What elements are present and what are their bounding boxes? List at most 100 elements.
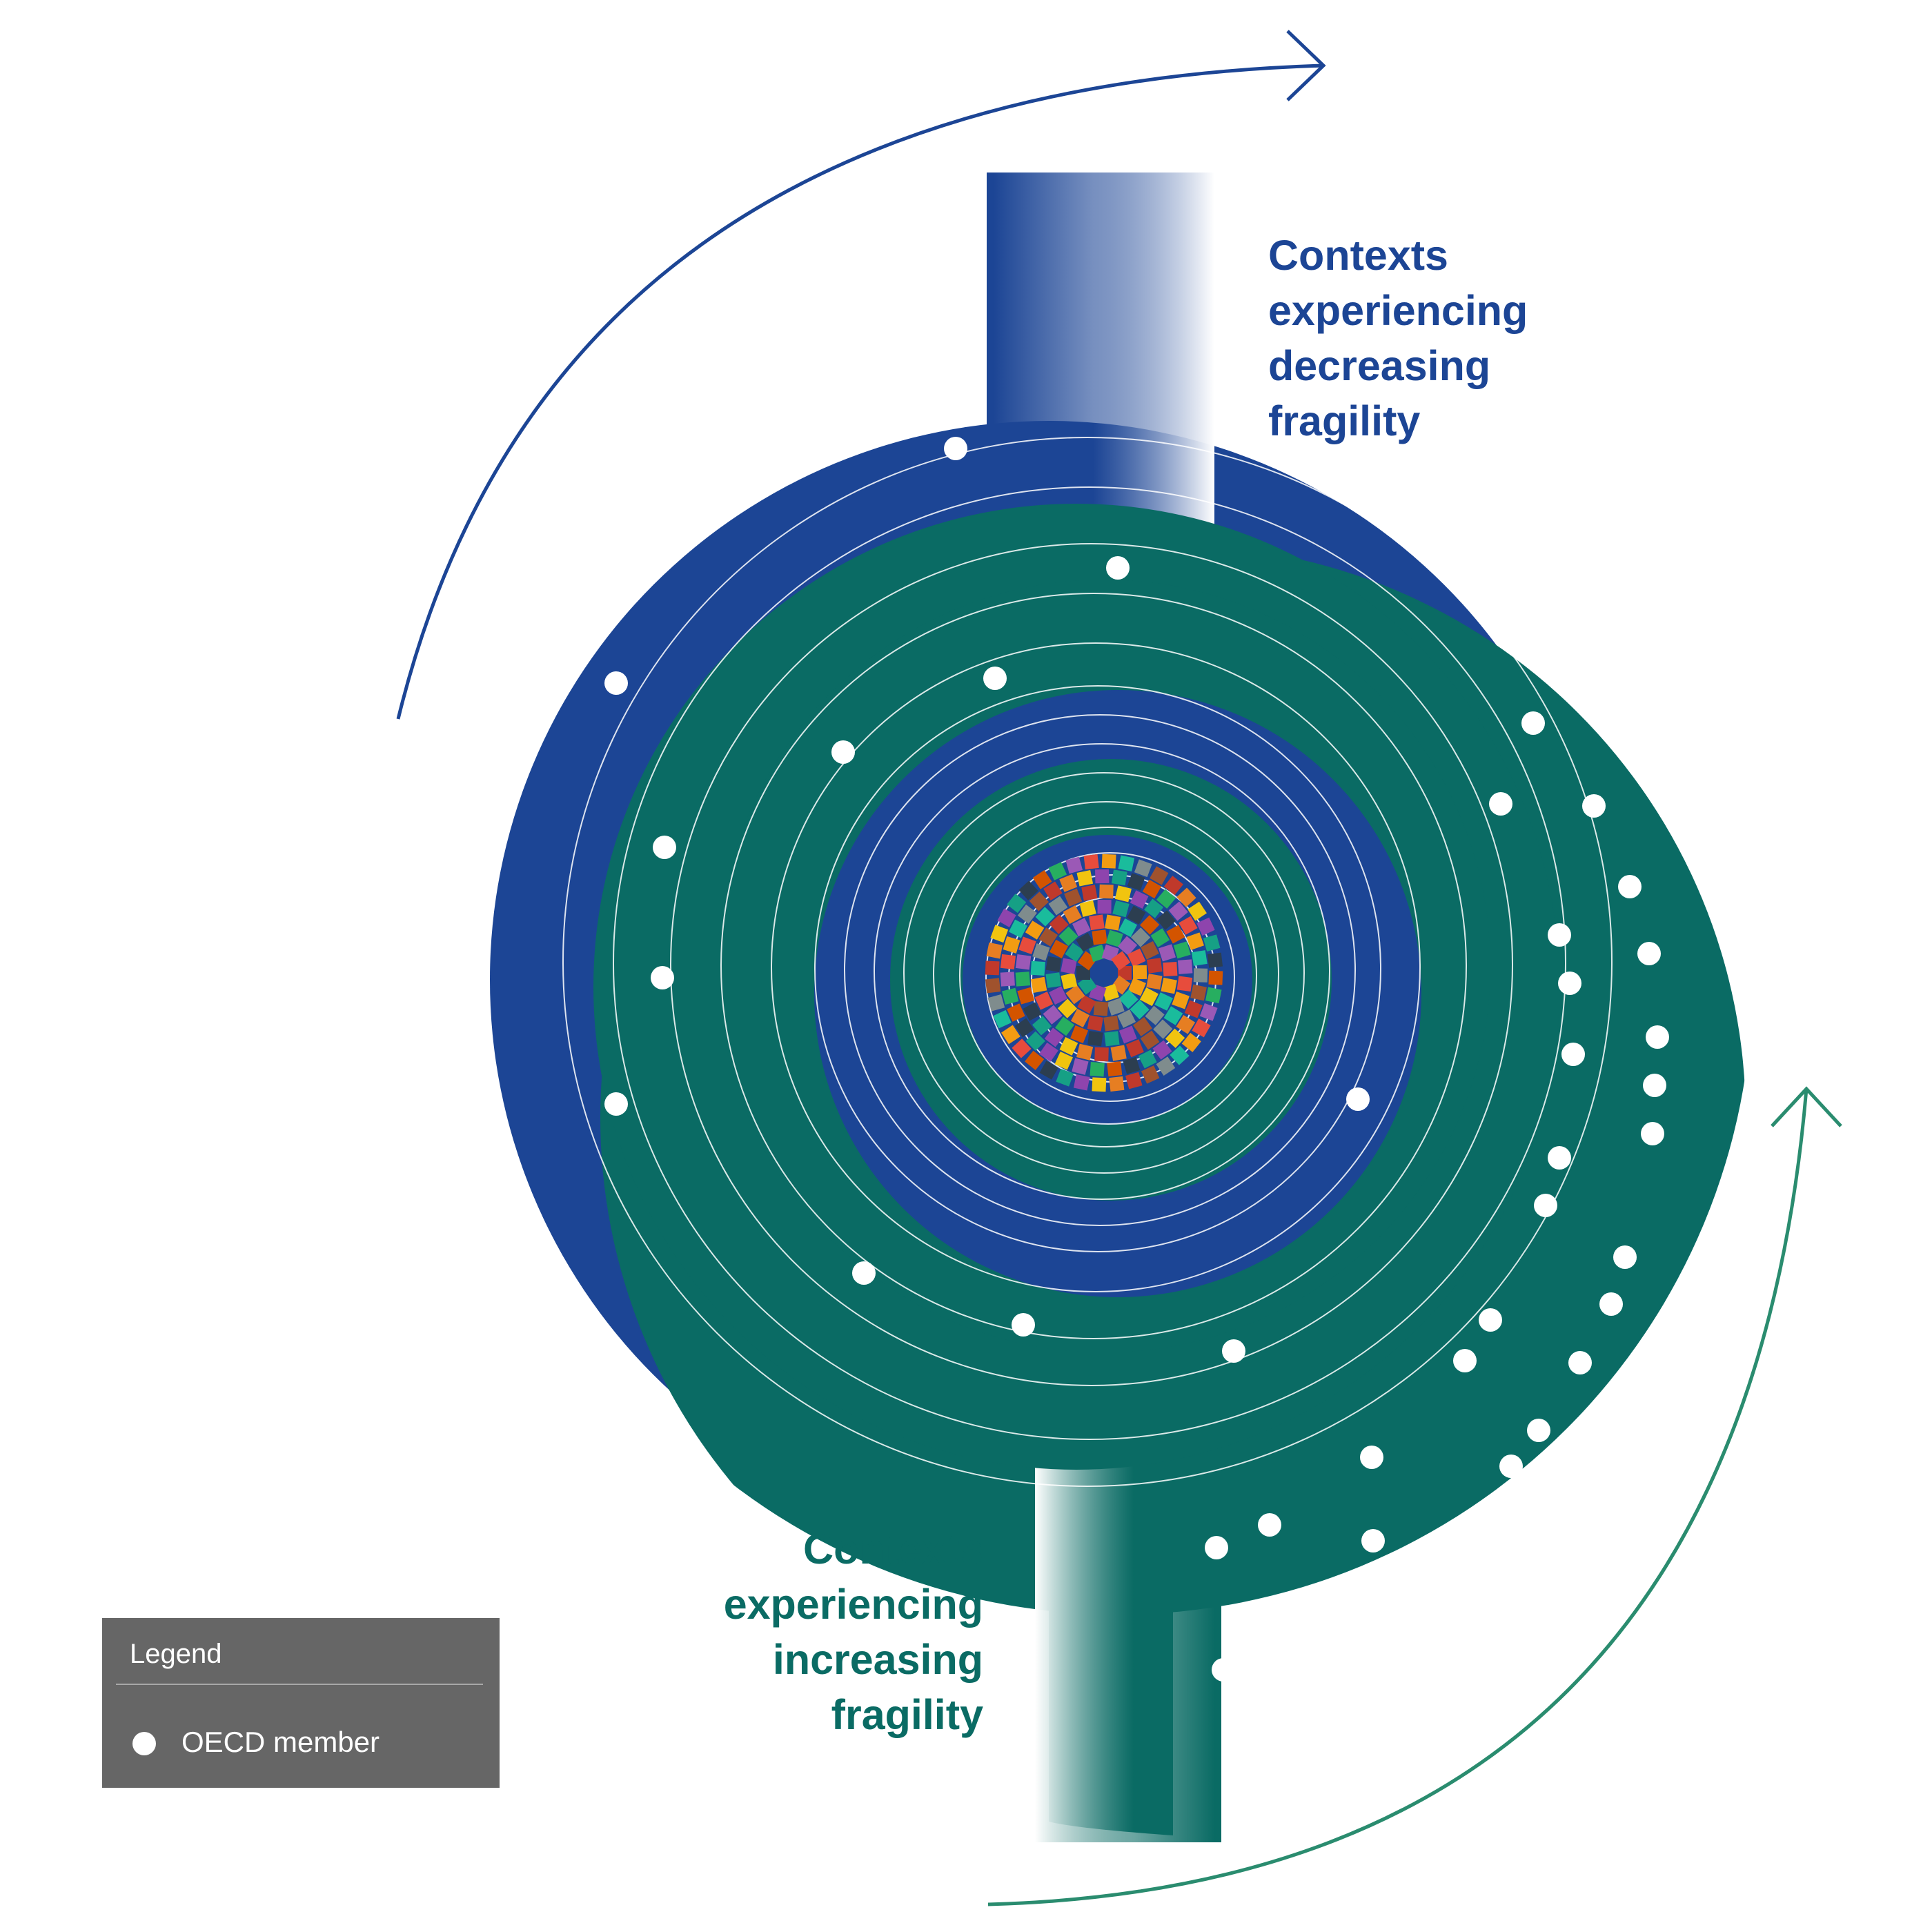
- core-mosaic-tile: [1141, 940, 1159, 960]
- core-mosaic-tile: [1055, 1016, 1075, 1036]
- core-mosaic-tile: [1109, 1076, 1125, 1092]
- core-mosaic-tile: [1104, 1031, 1120, 1047]
- core-mosaic-tile: [1045, 956, 1062, 972]
- core-mosaic-tile: [985, 978, 1001, 994]
- core-mosaic-tile: [1105, 914, 1121, 931]
- oecd-member-dot: [1527, 1419, 1550, 1442]
- core-mosaic-tile: [1142, 879, 1162, 899]
- core-mosaic-tile: [1187, 901, 1207, 921]
- core-mosaic-tile: [1170, 1045, 1190, 1065]
- core-mosaic-tile: [1150, 928, 1170, 947]
- spiral-guide-lines: [562, 437, 1613, 1487]
- core-mosaic-tile: [1140, 1030, 1160, 1050]
- core-mosaic-tile: [1076, 869, 1094, 887]
- core-mosaic-tile: [1127, 873, 1145, 891]
- arrow-head-bottom-icon: [1771, 1086, 1842, 1127]
- core-mosaic-tile: [1152, 1040, 1172, 1060]
- core-mosaic-tile: [1076, 966, 1090, 980]
- core-mosaic-tile: [1045, 972, 1062, 988]
- oecd-member-dot: [604, 1092, 628, 1116]
- core-mosaic-tile: [1054, 1052, 1073, 1070]
- core-mosaic-tile: [1146, 974, 1163, 990]
- oecd-member-dot: [1212, 1658, 1235, 1682]
- core-mosaic-tile: [1165, 1028, 1185, 1048]
- core-mosaic-tile: [1163, 962, 1178, 977]
- oecd-member-dot: [1453, 1349, 1477, 1372]
- oecd-member-dot: [1361, 1529, 1385, 1552]
- core-mosaic-tile: [1176, 887, 1196, 907]
- core-mosaic-tile: [1035, 907, 1055, 927]
- spiral-guide-line: [771, 642, 1421, 1292]
- core-mosaic-tile: [1114, 885, 1132, 903]
- core-mosaic-tile: [1130, 890, 1149, 909]
- arrow-clockwise-bottom-icon: [987, 1088, 1808, 1906]
- core-mosaic-tile: [1079, 900, 1096, 917]
- core-mosaic-tile: [1087, 1015, 1103, 1032]
- core-mosaic-tile: [1002, 987, 1019, 1005]
- oecd-member-dot: [1327, 1601, 1350, 1625]
- core-mosaic-tile: [1012, 1038, 1032, 1058]
- core-mosaic-tile: [1179, 916, 1198, 935]
- spiral-guide-line: [670, 543, 1513, 1386]
- core-mosaic-tile: [1034, 992, 1054, 1010]
- increasing-label-line: experiencing: [723, 1581, 983, 1628]
- core-mosaic-tile: [1003, 936, 1021, 954]
- core-mosaic-tile: [1156, 910, 1176, 930]
- core-mosaic-tile: [1008, 919, 1027, 938]
- oecd-member-dot: [831, 740, 855, 764]
- core-mosaic-tile: [1184, 1000, 1203, 1018]
- core-mosaic-tile: [1081, 885, 1098, 901]
- core-mosaic-tile: [1023, 1002, 1042, 1021]
- core-mosaic-tile: [1163, 1006, 1183, 1025]
- spiral-guide-line: [933, 801, 1279, 1147]
- core-mosaic-tile: [1049, 939, 1069, 958]
- core-mosaic-tile: [1107, 1061, 1123, 1077]
- core-mosaic-tile: [997, 908, 1016, 927]
- core-mosaic-tile: [1073, 1074, 1090, 1091]
- core-mosaic-tile: [1181, 1032, 1201, 1052]
- core-mosaic-tile: [1007, 894, 1027, 914]
- core-mosaic-tile: [1141, 1065, 1160, 1084]
- core-mosaic-tile: [1065, 856, 1083, 874]
- oecd-member-dot: [983, 667, 1007, 690]
- oecd-member-dot: [944, 437, 967, 460]
- spiral-guide-line: [874, 743, 1330, 1200]
- oecd-member-dot: [1618, 875, 1642, 898]
- core-mosaic-tile: [1125, 1072, 1143, 1090]
- core-mosaic-tile: [1092, 1077, 1107, 1092]
- spiral-guide-line: [985, 852, 1235, 1102]
- core-mosaic-tile: [1018, 936, 1036, 955]
- core-mosaic-tile: [1038, 927, 1058, 947]
- decreasing-label-line: fragility: [1268, 397, 1421, 444]
- core-mosaic-tile: [1163, 876, 1183, 896]
- spiral-guide-line: [814, 685, 1381, 1252]
- core-mosaic-tile: [1118, 855, 1135, 872]
- core-mosaic-tile: [1017, 987, 1035, 1005]
- core-mosaic-tile: [1015, 972, 1031, 987]
- core-mosaic-tile: [1059, 874, 1078, 892]
- legend-item-oecd-member: OECD member: [181, 1726, 380, 1758]
- core-mosaic-tile: [1059, 1037, 1078, 1056]
- core-mosaic-tile: [1077, 975, 1097, 995]
- core-mosaic-tile: [1000, 954, 1016, 970]
- core-mosaic-tile: [1125, 1039, 1144, 1058]
- core-mosaic-tile: [1025, 1050, 1045, 1070]
- core-mosaic-tile: [990, 925, 1009, 943]
- core-mosaic-tile: [1076, 1043, 1094, 1061]
- core-mosaic-tile: [1176, 976, 1193, 992]
- core-mosaic-tile: [1099, 884, 1114, 899]
- core-mosaic-tile: [1192, 1018, 1211, 1038]
- core-mosaic-tile: [986, 942, 1003, 959]
- core-mosaic-tile: [1018, 880, 1038, 900]
- core-mosaic-tile: [1107, 998, 1125, 1016]
- oecd-member-dot: [1521, 711, 1545, 735]
- core-mosaic-tile: [1173, 941, 1191, 959]
- oecd-member-dot: [1346, 1087, 1370, 1111]
- increasing-label-line: fragility: [831, 1691, 983, 1738]
- core-mosaic-tile: [1063, 905, 1082, 925]
- core-mosaic-tile: [1110, 1045, 1127, 1061]
- oecd-member-dot: [1429, 1528, 1452, 1552]
- green-fade-band: [1035, 1456, 1221, 1842]
- oecd-member-dot: [1360, 1446, 1383, 1469]
- core-mosaic-tile: [1207, 952, 1223, 968]
